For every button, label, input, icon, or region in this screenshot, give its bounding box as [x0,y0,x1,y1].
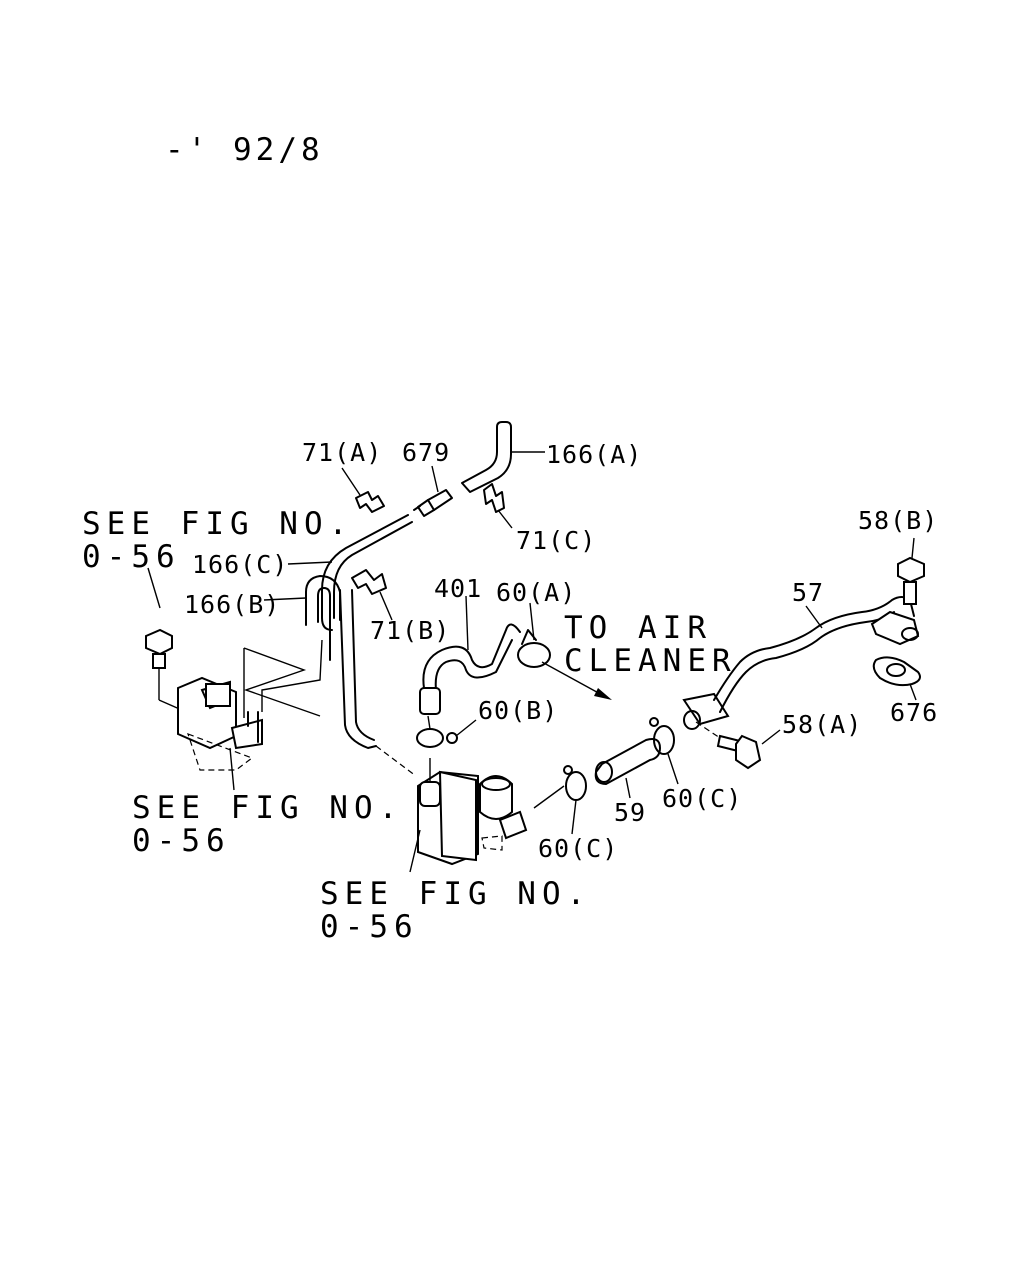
label-60b: 60(B) [478,696,559,725]
label-166b: 166(B) [184,590,281,619]
date-code: -' 92/8 [165,132,324,168]
note-to-air-cleaner: TO AIR CLEANER [564,612,737,677]
note-see-fig-mid-left: SEE FIG NO. 0-56 [132,792,403,857]
note-see-fig-bottom-line1: SEE FIG NO. [320,876,592,912]
label-401: 401 [434,574,483,603]
note-air-cleaner-line1: TO AIR [564,610,712,646]
hose-166a [461,421,545,493]
note-see-fig-top-left-line2: 0-56 [82,538,181,575]
pipe-59 [594,738,662,799]
label-679: 679 [402,438,451,467]
bolt-58b [897,537,925,605]
label-58b: 58(B) [858,506,939,535]
gasket-60c-left [533,765,587,835]
label-57: 57 [792,578,825,607]
gasket-676 [872,656,921,701]
vacuum-line-zigzag [243,639,323,718]
label-60c-left: 60(C) [538,834,619,863]
gasket-60b [416,715,477,748]
clip-71c [483,483,513,529]
note-see-fig-top-left-line1: SEE FIG NO. [82,506,354,542]
note-see-fig-mid-left-line1: SEE FIG NO. [132,790,404,826]
label-59: 59 [614,798,647,827]
note-see-fig-bottom: SEE FIG NO. 0-56 [320,878,591,943]
note-see-fig-mid-left-line2: 0-56 [132,822,231,859]
clip-71a [341,467,385,513]
label-166a: 166(A) [546,440,643,469]
hose-401 [419,595,521,715]
clip-71b [351,569,393,621]
clamp-60a [517,602,551,668]
note-air-cleaner-line2: CLEANER [564,642,737,679]
air-cleaner-arrow [541,661,612,700]
solenoid-valve-left [177,676,263,791]
note-see-fig-bottom-line2: 0-56 [320,908,419,945]
note-see-fig-top-left: SEE FIG NO. 0-56 [82,508,353,573]
label-58a: 58(A) [782,710,863,739]
label-71b: 71(B) [370,616,451,645]
connector-679 [413,465,453,517]
bolt-58a [695,721,781,770]
egr-valve [375,745,528,873]
label-166c: 166(C) [192,550,289,579]
pipe-57 [682,596,920,730]
label-71c: 71(C) [516,526,597,555]
gasket-60c-right [649,717,679,785]
label-60c-right: 60(C) [662,784,743,813]
label-60a: 60(A) [496,578,577,607]
hose-166b [263,575,341,661]
hose-166c [287,514,413,749]
label-676: 676 [890,698,939,727]
label-71a: 71(A) [302,438,383,467]
